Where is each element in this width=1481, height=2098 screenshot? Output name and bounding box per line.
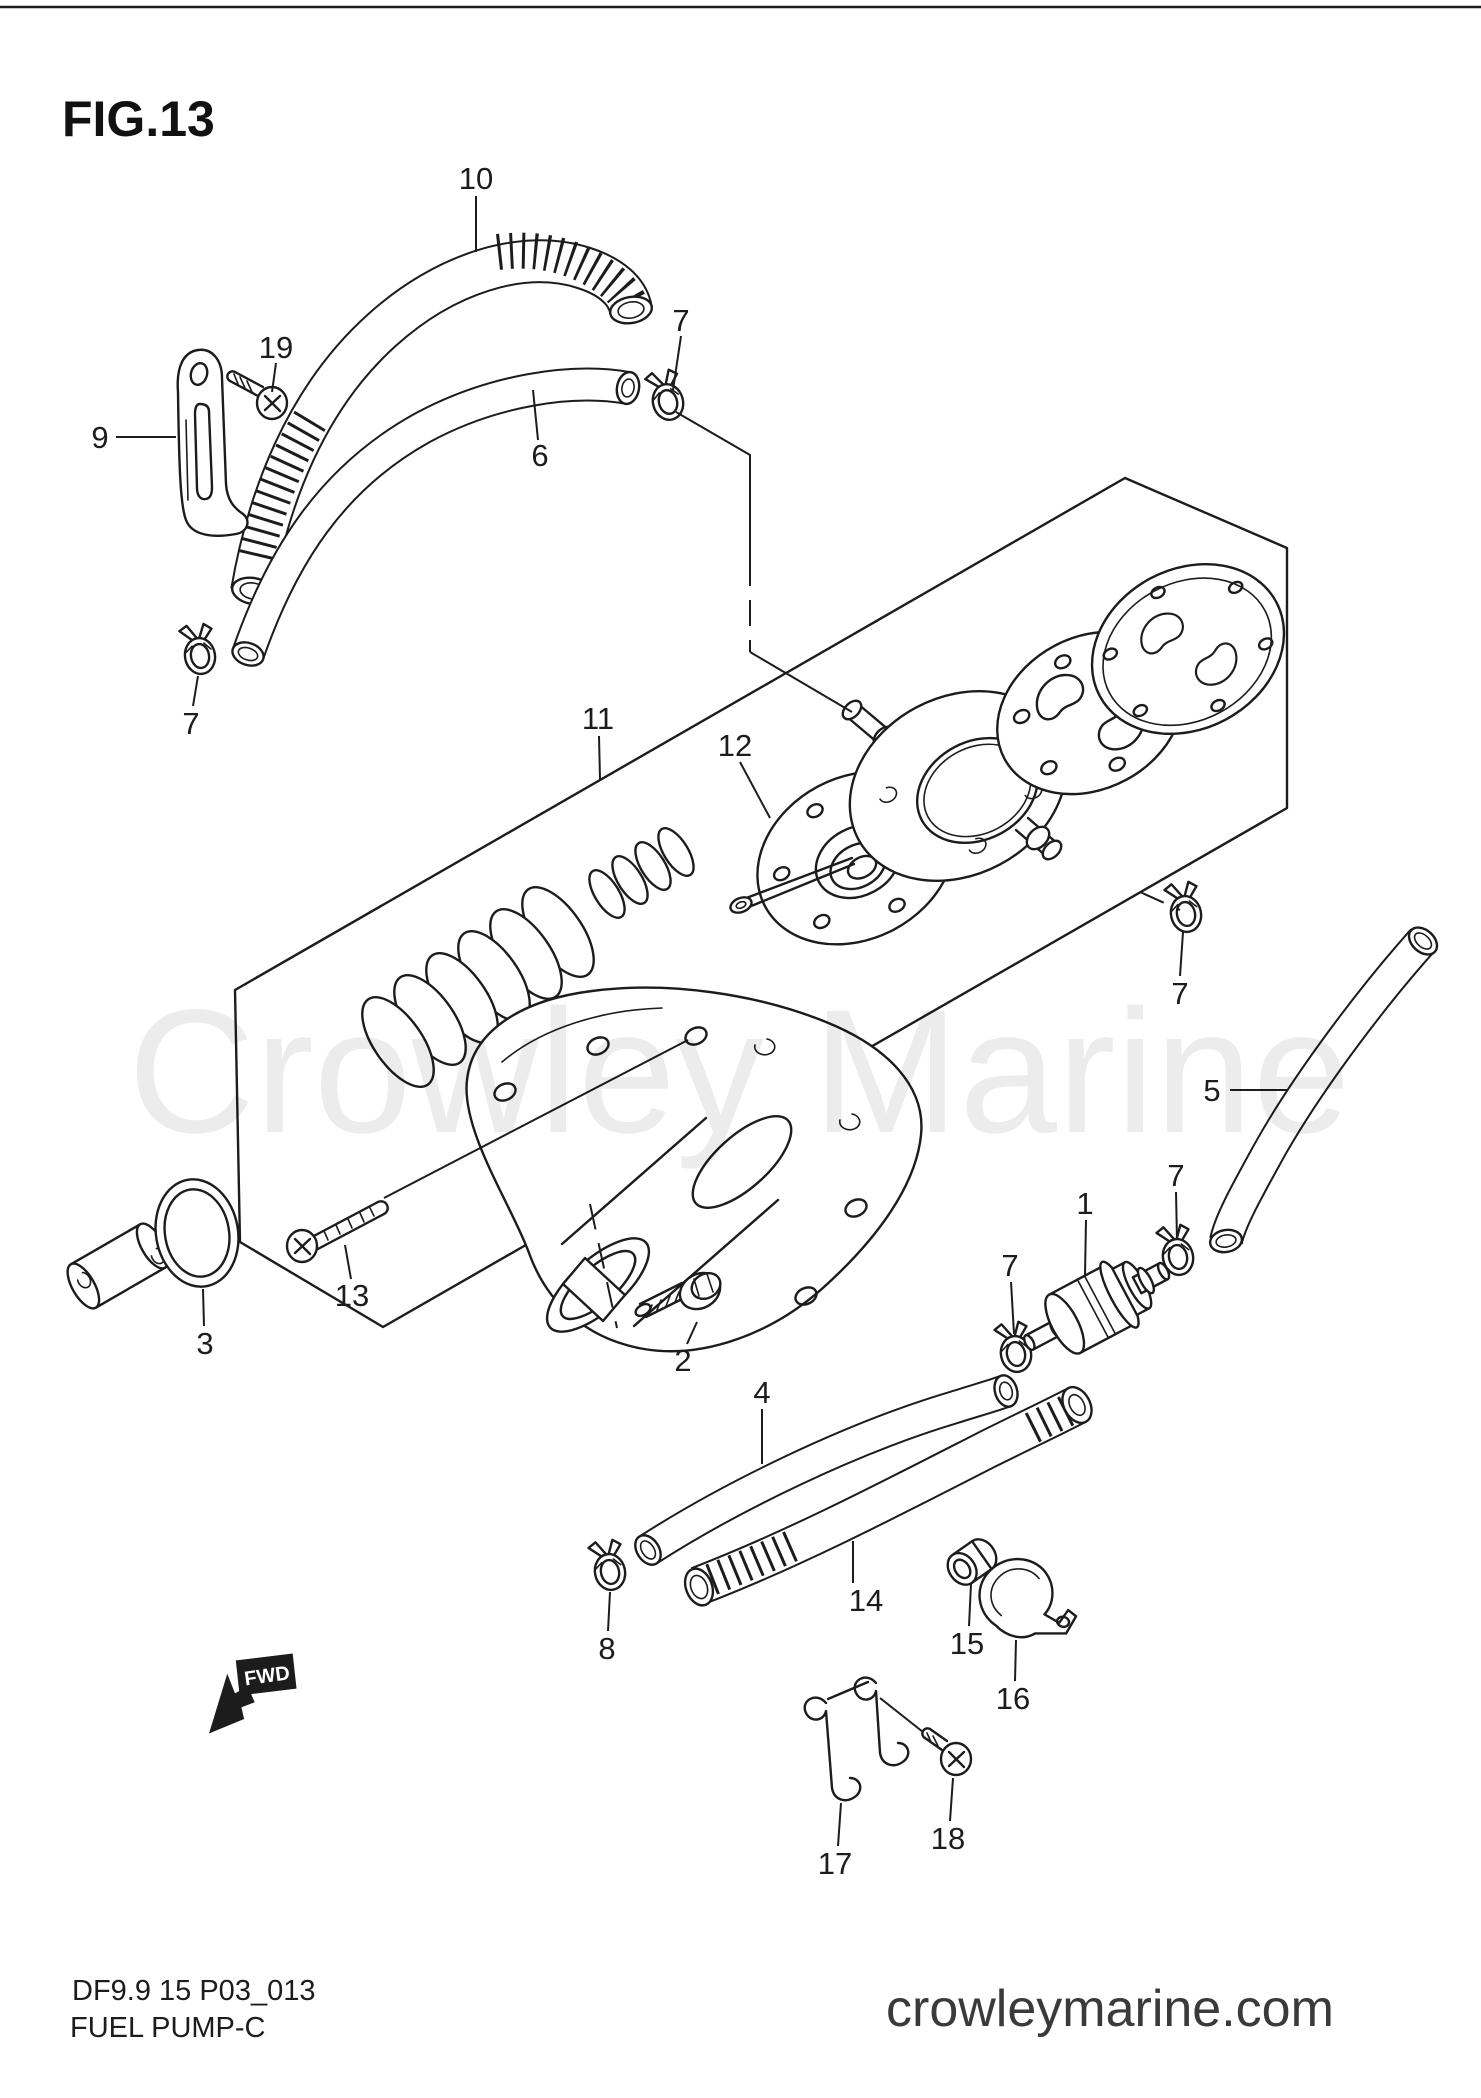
part-label-15: 15 — [950, 1626, 984, 1661]
part-label-17: 17 — [818, 1846, 852, 1881]
screw-18 — [921, 1727, 973, 1777]
bolt-2 — [634, 1271, 722, 1319]
leader-lines — [116, 196, 1288, 1847]
clamp-bracket-16 — [978, 1557, 1078, 1639]
bushing-15 — [946, 1538, 998, 1586]
hose-5 — [1208, 926, 1439, 1254]
hose-4 — [634, 1374, 1019, 1566]
pump-spring-small — [588, 827, 695, 919]
pump-body-flange — [465, 986, 923, 1353]
hose-14-ribs-right — [1024, 1391, 1084, 1443]
part-label-11: 11 — [582, 701, 614, 736]
fuel-filter-1 — [1023, 1260, 1171, 1355]
pump-housing-nipple-bottom — [1014, 816, 1063, 861]
hose-10 — [230, 232, 654, 606]
hose-14 — [683, 1385, 1093, 1607]
hose-6 — [231, 367, 641, 667]
part-label-19: 19 — [259, 330, 293, 365]
part-label-12: 12 — [718, 728, 752, 763]
o-ring — [154, 1178, 240, 1288]
part-label-7d: 7 — [1167, 1158, 1184, 1193]
wire-hook-17 — [803, 1676, 910, 1802]
figure-name-text: FUEL PUMP-C — [70, 2012, 266, 2044]
fwd-marker: FWD — [209, 1653, 297, 1734]
part-label-3: 3 — [196, 1326, 213, 1361]
website-text: crowleymarine.com — [886, 1980, 1334, 2038]
part-label-5: 5 — [1203, 1073, 1220, 1108]
part-label-18: 18 — [931, 1821, 965, 1856]
part-label-10: 10 — [459, 161, 493, 196]
part-label-7a: 7 — [672, 303, 689, 338]
clamp-7-right-upper — [1162, 878, 1207, 937]
clamp-8 — [586, 1536, 631, 1595]
part-label-2: 2 — [674, 1343, 691, 1378]
part-label-6: 6 — [531, 438, 548, 473]
screw-19 — [226, 370, 289, 421]
part-label-9: 9 — [91, 420, 108, 455]
part-label-7b: 7 — [182, 706, 199, 741]
figure-title: FIG.13 — [62, 91, 215, 147]
pump-assembly-box — [233, 476, 1289, 1329]
part-label-13: 13 — [335, 1278, 369, 1313]
part-code-text: DF9.9 15 P03_013 — [72, 1975, 315, 2007]
part-label-1: 1 — [1076, 1186, 1093, 1221]
part-label-16: 16 — [996, 1681, 1030, 1716]
part-label-8: 8 — [598, 1631, 615, 1666]
diaphragm-pull-rod — [729, 856, 856, 914]
watermark-text: Crowley Marine — [128, 974, 1351, 1170]
bracket-9 — [176, 348, 249, 537]
part-labels: 10 19 9 7 6 7 11 12 5 7 7 7 1 2 3 13 4 1… — [91, 161, 1220, 1881]
screw-13 — [285, 1200, 389, 1264]
valve-plate-disc — [1090, 562, 1286, 736]
part-label-7c: 7 — [1171, 976, 1188, 1011]
part-label-14: 14 — [849, 1583, 883, 1618]
clamp-7-left — [177, 620, 221, 678]
part-label-4: 4 — [753, 1375, 770, 1410]
part-label-7e: 7 — [1001, 1248, 1018, 1283]
